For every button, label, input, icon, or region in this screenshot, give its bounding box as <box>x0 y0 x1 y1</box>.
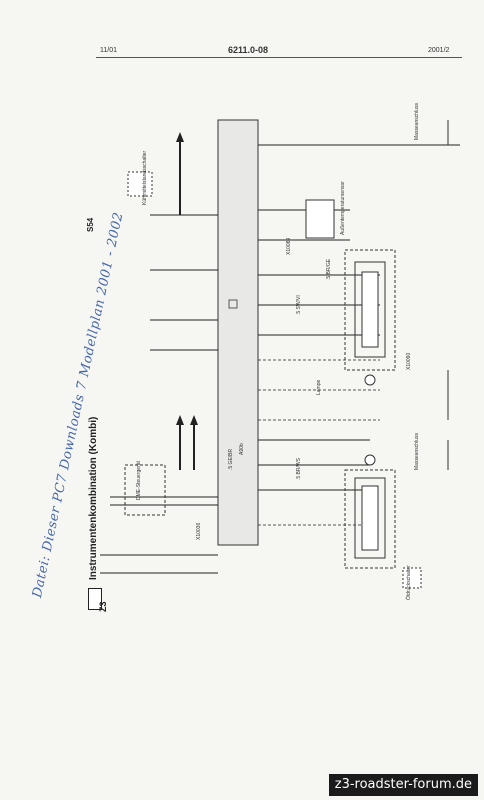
connector-label-x3: X10089 <box>286 238 292 255</box>
header-date-left: 11/01 <box>100 47 117 54</box>
ground-left-label: Masseanschluss <box>414 433 420 470</box>
wire-label-3: .5 BR/WS <box>296 457 302 480</box>
wire-group <box>100 144 460 574</box>
kombi-block <box>217 119 259 546</box>
lamp-upper <box>364 374 376 386</box>
wire-label-4: .5 BR/GE <box>326 258 332 280</box>
connector-label-x2: X10036 <box>196 523 202 540</box>
lamp-label: Lampe <box>316 379 322 395</box>
kombi-symbol <box>228 299 238 309</box>
header-date-right: 2001/2 <box>428 47 450 54</box>
sensor-block-upper <box>354 261 386 358</box>
sensor-inner-upper <box>361 271 379 348</box>
sensor-inner-lower <box>361 485 379 551</box>
kombi-id-label: A90b <box>239 443 245 455</box>
diagram-title: Instrumentenkombination (Kombi) <box>88 416 99 580</box>
dme-block <box>124 464 166 516</box>
coolant-switch-label: Kühlmittelstandsschalter <box>142 150 148 205</box>
sensor-outline-upper <box>344 249 396 371</box>
bmw-logo <box>88 588 102 610</box>
arrow-mid-a <box>176 415 184 425</box>
model-label: Z3 <box>98 601 108 612</box>
ground-right-label: Masseanschluss <box>414 103 420 140</box>
sensor-outline-lower <box>344 469 396 569</box>
oil-switch-left-label: Öldruckschalter <box>405 565 412 600</box>
outside-temp-label: Außentemperatursensor <box>340 181 346 235</box>
wire-label-2: .5 SW/VI <box>296 295 302 315</box>
coolant-switch <box>127 171 153 197</box>
arrow-mid-b <box>190 415 198 425</box>
header-rule <box>96 57 462 58</box>
header-doc-number: 6211.0-08 <box>228 45 269 55</box>
sensor-block-lower <box>354 477 386 559</box>
connector-label-x4: X10090 <box>406 353 412 370</box>
engine-label: S54 <box>86 217 95 232</box>
lamp-lower <box>364 454 376 466</box>
forum-watermark: z3-roadster-forum.de <box>328 774 478 796</box>
dashed-wire-group <box>258 359 380 526</box>
arrow-upper <box>176 132 184 142</box>
dme-label: DME-Steuergerät <box>136 460 142 500</box>
outside-temp-sensor <box>305 199 335 239</box>
oil-switch-left <box>402 567 422 589</box>
wire-label-1: .5 GE/BR <box>228 448 234 470</box>
